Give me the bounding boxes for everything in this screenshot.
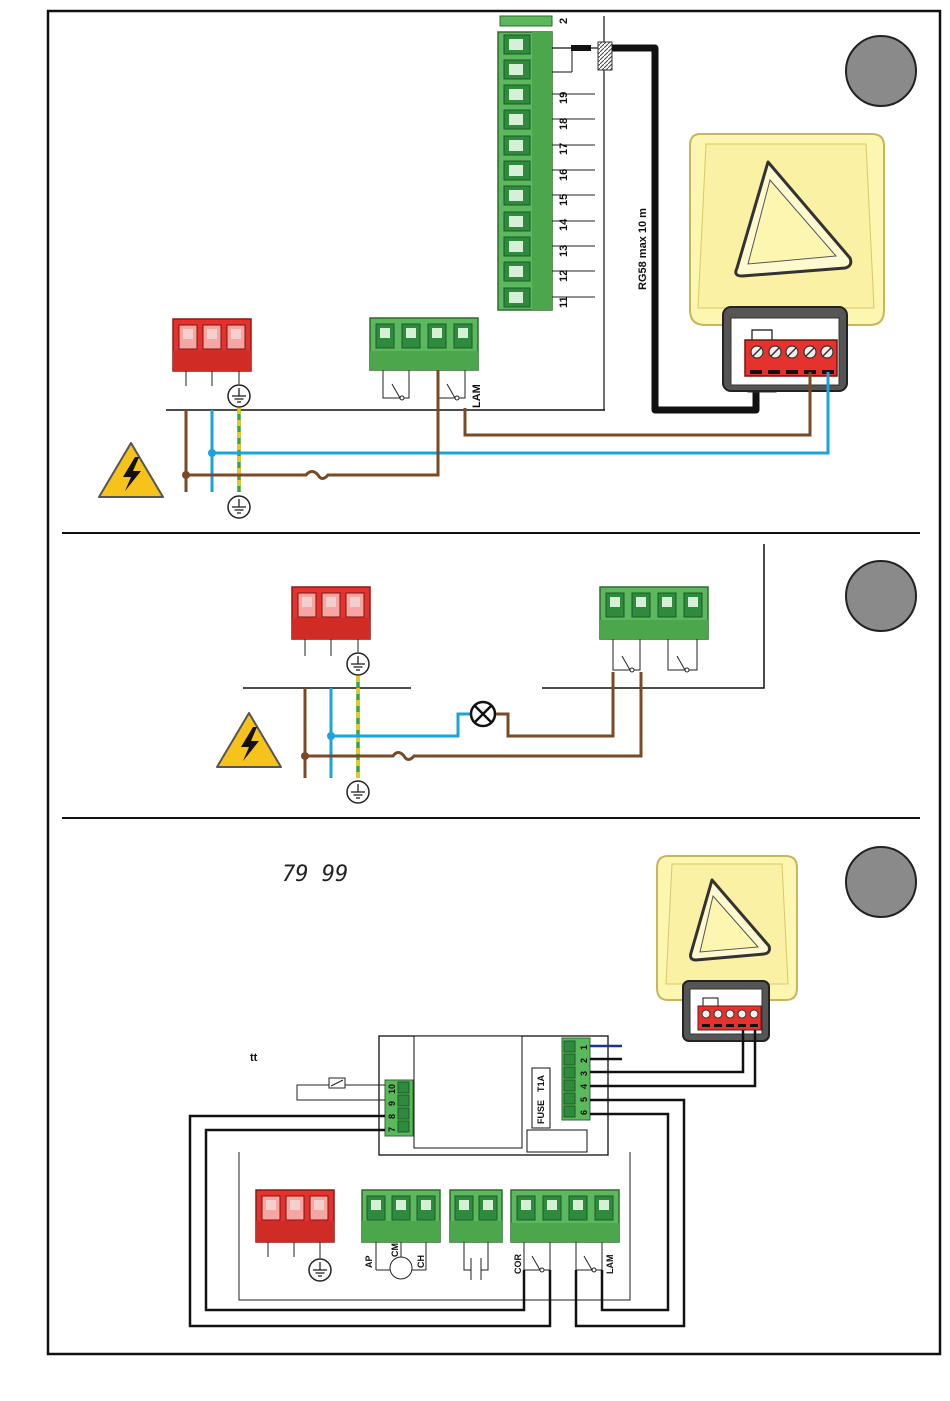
earth-icon	[228, 385, 250, 407]
panel-2	[217, 544, 916, 803]
lam-label: LAM	[471, 384, 483, 408]
motor-label: CM	[390, 1243, 400, 1257]
motor-label: AP	[364, 1255, 374, 1268]
terminal-number: 8	[387, 1114, 397, 1119]
terminal-number: 10	[387, 1084, 397, 1094]
note-text: tt	[250, 1052, 258, 1064]
motor-terminal-block	[362, 1190, 440, 1242]
terminal-number: 15	[558, 194, 570, 206]
power-terminal-block	[173, 319, 251, 371]
step-circle	[846, 847, 916, 917]
earth-icon	[309, 1259, 331, 1281]
terminal-number: 19	[558, 92, 570, 104]
motor-label: CH	[416, 1255, 426, 1268]
terminal-number: 5	[579, 1097, 589, 1102]
terminal-number: 16	[558, 169, 570, 181]
receiver-board: FUSE T1A 1 2 3 4 5 6 10 9 8 7	[379, 1036, 608, 1155]
terminal-number: 17	[558, 143, 570, 155]
terminal-number: 18	[558, 118, 570, 130]
power-terminal-block	[256, 1190, 334, 1242]
lamp	[690, 134, 884, 391]
terminal-number: 11	[558, 296, 570, 308]
step-circle	[846, 561, 916, 631]
motor-icon	[390, 1257, 412, 1279]
terminal-number: 4	[579, 1084, 589, 1089]
earth-icon	[347, 653, 369, 675]
terminal-number: 14	[558, 218, 570, 231]
relay-terminal-block	[511, 1190, 619, 1242]
relay-terminal-block	[370, 318, 478, 370]
relay-terminal-block	[600, 587, 708, 639]
terminal-number: 12	[558, 270, 570, 282]
terminal-number: 2	[558, 18, 570, 24]
lam-label: LAM	[605, 1255, 615, 1275]
terminal-number: 3	[579, 1071, 589, 1076]
step-circle	[846, 36, 916, 106]
warning-icon	[99, 443, 163, 497]
terminal-number: 9	[387, 1101, 397, 1106]
terminal-number: 1	[579, 1045, 589, 1050]
fuse-value: T1A	[536, 1074, 546, 1092]
earth-icon	[228, 496, 250, 518]
lamp-icon	[471, 702, 495, 726]
terminal-number: 6	[579, 1110, 589, 1115]
cor-label: COR	[513, 1254, 523, 1275]
terminal-number: 13	[558, 245, 570, 257]
lamp	[657, 856, 797, 1041]
terminal-strip: 2 19 18 17 16 15 14 13 12 11	[498, 16, 595, 310]
terminal-number: 2	[579, 1058, 589, 1063]
panel-1: 2 19 18 17 16 15 14 13 12 11 RG58 max 10…	[99, 16, 916, 518]
cable-label: RG58 max 10 m	[637, 208, 649, 290]
earth-icon	[347, 781, 369, 803]
capacitor-terminal-block	[450, 1190, 502, 1242]
display-digits: 79 99	[282, 862, 348, 887]
terminal-number: 7	[387, 1127, 397, 1132]
power-terminal-block	[292, 587, 370, 639]
fuse-label: FUSE	[536, 1100, 546, 1124]
panel-3: 79 99 tt FUSE T1A	[190, 847, 916, 1326]
warning-icon	[217, 713, 281, 767]
